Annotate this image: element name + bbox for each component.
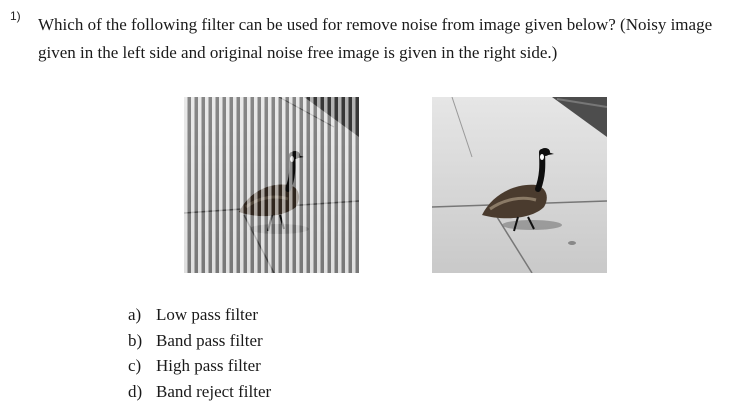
option-letter: a) [128, 302, 156, 328]
option-text: Band pass filter [156, 328, 263, 354]
question-text: Which of the following filter can be use… [38, 11, 724, 67]
option-b[interactable]: b) Band pass filter [128, 328, 271, 354]
answer-options: a) Low pass filter b) Band pass filter c… [128, 302, 271, 404]
option-letter: d) [128, 379, 156, 404]
noisy-image [184, 97, 359, 273]
option-a[interactable]: a) Low pass filter [128, 302, 271, 328]
option-letter: c) [128, 353, 156, 379]
clean-image [432, 97, 607, 273]
option-d[interactable]: d) Band reject filter [128, 379, 271, 404]
option-text: Low pass filter [156, 302, 258, 328]
option-c[interactable]: c) High pass filter [128, 353, 271, 379]
option-text: High pass filter [156, 353, 261, 379]
option-text: Band reject filter [156, 379, 271, 404]
option-letter: b) [128, 328, 156, 354]
question-number: 1) [10, 9, 21, 23]
